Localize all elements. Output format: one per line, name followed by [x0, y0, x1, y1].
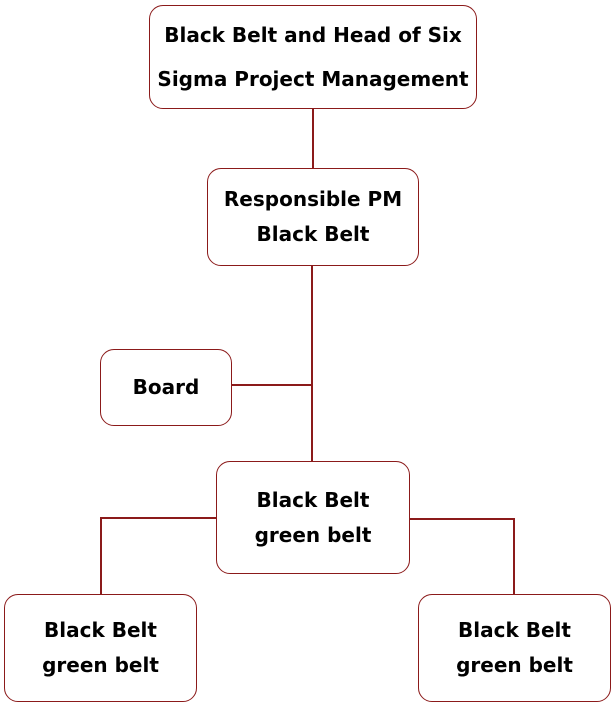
connector-mid-left [100, 517, 216, 594]
node-head-six-sigma-line-1: Black Belt and Head of Six [164, 23, 462, 47]
connector-mid-right [410, 518, 515, 594]
node-black-belt-middle: Black Belt green belt [216, 461, 410, 574]
node-responsible-pm-line-2: Black Belt [256, 222, 370, 246]
node-board: Board [100, 349, 232, 426]
node-black-belt-left: Black Belt green belt [4, 594, 197, 702]
node-black-belt-left-line-2: green belt [42, 653, 159, 677]
node-black-belt-middle-line-2: green belt [254, 522, 372, 547]
node-black-belt-right-line-1: Black Belt [458, 618, 571, 642]
node-black-belt-right-line-2: green belt [456, 653, 573, 677]
node-black-belt-left-line-1: Black Belt [44, 618, 157, 642]
node-black-belt-right: Black Belt green belt [418, 594, 611, 702]
node-responsible-pm: Responsible PM Black Belt [207, 168, 419, 266]
node-head-six-sigma-line-2: Sigma Project Management [157, 67, 469, 91]
node-responsible-pm-line-1: Responsible PM [223, 187, 403, 211]
node-black-belt-middle-line-1: Black Belt [256, 487, 370, 512]
node-head-six-sigma: Black Belt and Head of Six Sigma Project… [149, 5, 477, 109]
node-board-label: Board [132, 375, 200, 399]
